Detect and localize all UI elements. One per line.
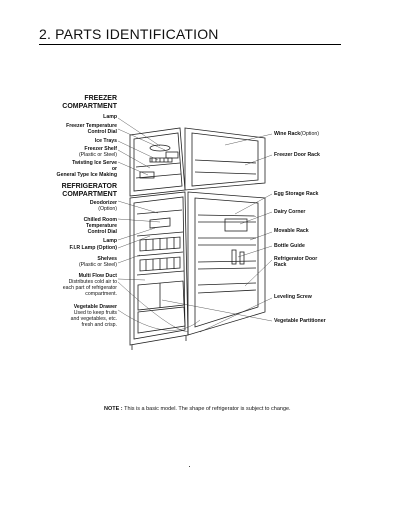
label-freezer-compartment: FREEZER COMPARTMENT (62, 95, 117, 110)
label-freezer-temperature-dial: Freezer Temperature Control Dial (66, 123, 117, 135)
label-egg-storage-rack: Egg Storage Rack (274, 191, 319, 197)
note-prefix: NOTE : (104, 406, 123, 412)
note-text: This is a basic model. The shape of refr… (124, 406, 291, 412)
title-underline (39, 44, 341, 45)
label-fir-lamp: F.I.R Lamp (Option) (69, 245, 117, 251)
label-freezer-door-rack: Freezer Door Rack (274, 152, 320, 158)
vegetable-drawer (137, 280, 185, 311)
label-movable-rack: Movable Rack (274, 228, 309, 234)
label-chilled-room-dial: Chilled Room Temperature Control Dial (83, 217, 117, 235)
label-shelves: Shelves (Plastic or Steel) (78, 256, 117, 268)
label-deodorizer: Deodorizer (Option) (89, 200, 117, 212)
label-leveling-screw: Leveling Screw (274, 294, 312, 300)
label-dairy-corner: Dairy Corner (274, 209, 306, 215)
label-refrigerator-door-rack: Refrigerator Door Rack (274, 256, 318, 268)
page-title: 2. PARTS IDENTIFICATION (39, 26, 219, 42)
note: NOTE : This is a basic model. The shape … (104, 406, 291, 412)
label-lamp-2: Lamp (103, 238, 117, 244)
label-ice-trays: Ice Trays (94, 138, 117, 144)
refrigerator-door (187, 191, 266, 336)
label-multi-flow-duct: Multi Flow Duct Distributes cold air to … (62, 273, 117, 297)
freezer-door (184, 127, 266, 191)
page-mark (189, 466, 190, 467)
label-vegetable-partitioner: Vegetable Partitioner (274, 318, 326, 324)
label-bottle-guide: Bottle Guide (274, 243, 305, 249)
label-lamp: Lamp (103, 114, 117, 120)
label-vegetable-drawer: Vegetable Drawer Used to keep fruits and… (70, 304, 117, 328)
label-twisting-ice-serve: Twisting Ice Serve or General Type Ice M… (56, 160, 117, 178)
ice-trays (149, 157, 173, 163)
label-freezer-shelf: Freezer Shelf (Plastic or Steel) (78, 146, 117, 158)
label-wine-rack: Wine Rack(Option) (274, 131, 319, 137)
label-refrigerator-compartment: REFRIGERATOR COMPARTMENT (61, 183, 117, 198)
